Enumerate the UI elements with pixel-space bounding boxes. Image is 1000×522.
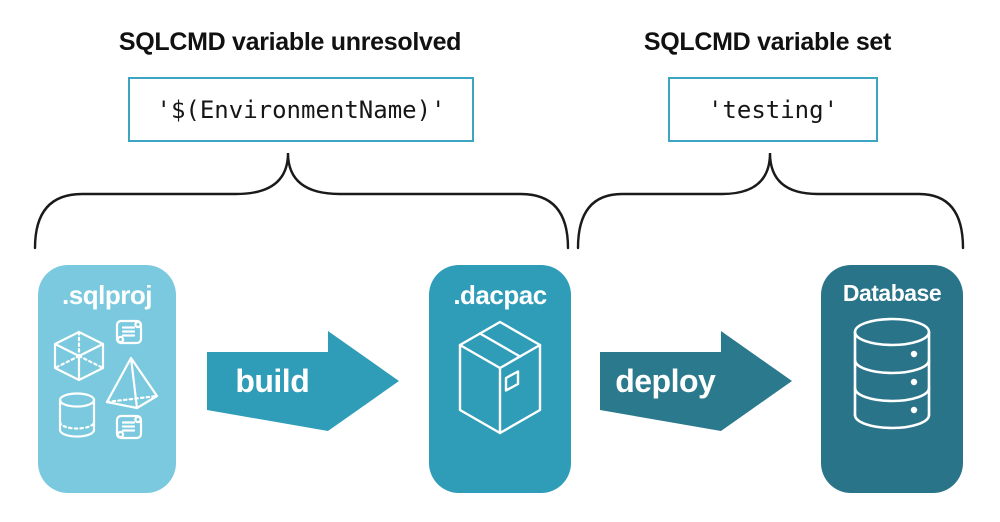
code-text-environment-name: '$(EnvironmentName)' [156,95,446,124]
left-curly-brace [33,152,570,250]
dacpac-label: .dacpac [453,280,547,310]
code-box-environment-name: '$(EnvironmentName)' [128,77,474,142]
heading-variable-set: SQLCMD variable set [643,28,892,56]
dacpac-node: .dacpac [429,265,571,493]
code-text-testing: 'testing' [707,95,839,124]
sqlproj-label: .sqlproj [62,280,152,310]
database-cylinder-icon [853,317,931,430]
build-arrow: build [207,331,399,431]
sqlproj-node: .sqlproj [38,265,176,493]
sql-project-objects-icon [53,319,159,439]
right-curly-brace [576,152,965,250]
deploy-arrow-label: deploy [615,362,716,399]
code-box-testing: 'testing' [668,77,878,142]
heading-variable-unresolved: SQLCMD variable unresolved [118,28,462,56]
scroll-icon [115,319,143,344]
database-label: Database [842,280,942,306]
package-box-icon [458,320,542,434]
cube-icon [53,330,105,381]
database-node: Database [821,265,963,493]
scroll-icon-2 [115,414,143,439]
build-arrow-label: build [235,362,310,399]
deploy-arrow: deploy [600,331,792,431]
cylinder-icon [58,391,96,438]
pyramid-icon [105,356,159,409]
